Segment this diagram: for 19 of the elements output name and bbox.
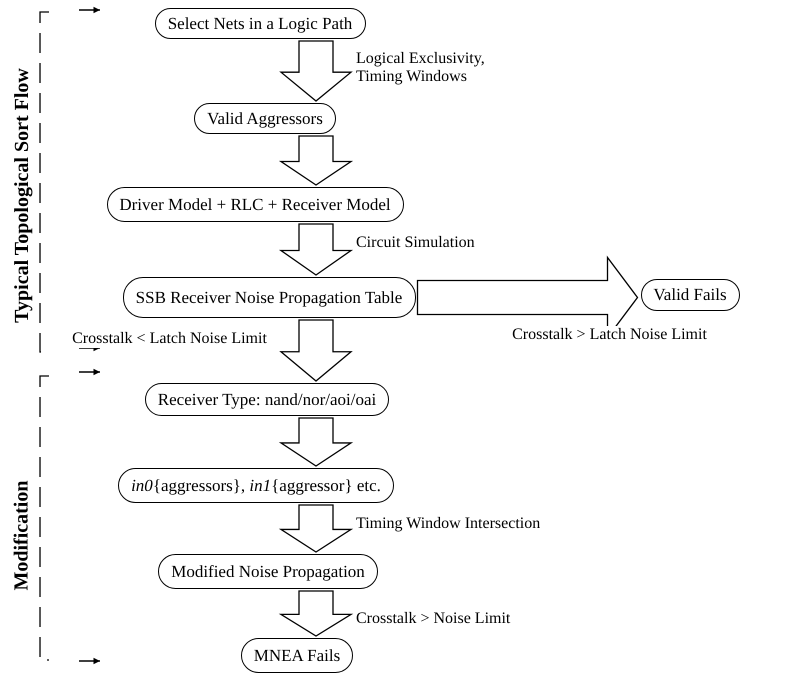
rounded-process-box: MNEA Fails bbox=[241, 638, 353, 673]
rounded-process-box: Driver Model + RLC + Receiver Model bbox=[106, 187, 404, 222]
rounded-process-box: Modified Noise Propagation bbox=[158, 554, 378, 589]
rounded-process-box: Valid Fails bbox=[640, 279, 740, 311]
section-label: Modification bbox=[10, 480, 34, 590]
block-arrow bbox=[279, 319, 353, 382]
rounded-process-box: in0{aggressors}, in1{aggressor} etc. bbox=[118, 468, 394, 503]
rounded-process-box: Valid Aggressors bbox=[194, 103, 336, 134]
rounded-process-box: Select Nets in a Logic Path bbox=[154, 8, 366, 39]
section-label: Typical Topological Sort Flow bbox=[10, 68, 34, 322]
rounded-process-box: Receiver Type: nand/nor/aoi/oai bbox=[145, 383, 389, 416]
rounded-process-box: SSB Receiver Noise Propagation Table bbox=[122, 277, 416, 318]
edge-label: Timing Window Intersection bbox=[354, 515, 542, 533]
block-arrow bbox=[278, 590, 354, 637]
block-arrow bbox=[278, 223, 354, 276]
block-arrow bbox=[278, 504, 354, 553]
block-arrow bbox=[278, 135, 354, 186]
block-arrow bbox=[279, 40, 353, 102]
block-arrow bbox=[278, 417, 354, 467]
